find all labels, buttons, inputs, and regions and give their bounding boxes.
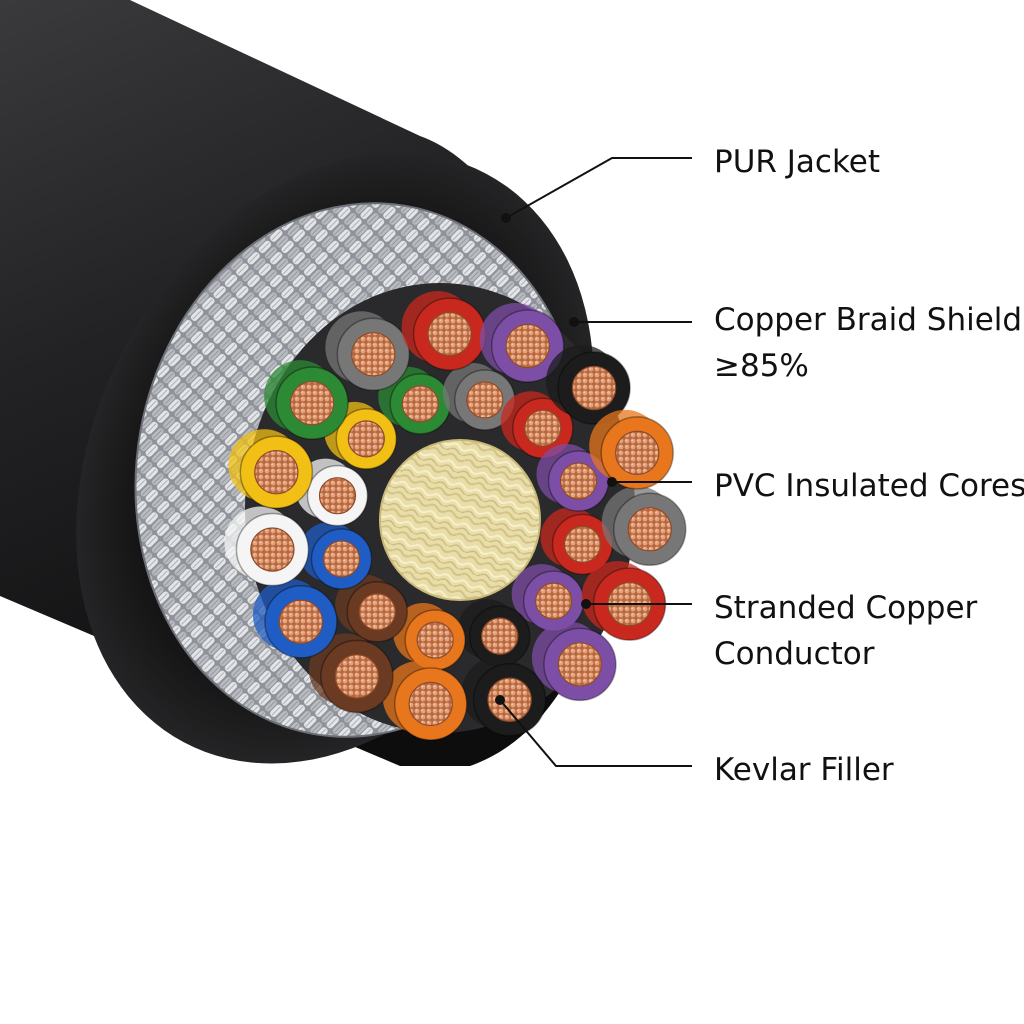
label-filler: Kevlar Filler	[714, 752, 894, 788]
copper-conductor	[487, 677, 532, 722]
insulated-core	[500, 391, 574, 459]
insulated-core	[299, 521, 373, 590]
insulated-core	[461, 656, 547, 737]
label-braid-line2: ≥85%	[714, 348, 809, 384]
insulated-core	[457, 599, 531, 667]
label-conductor: Stranded Copper	[714, 590, 978, 626]
copper-conductor	[408, 681, 453, 727]
copper-conductor	[627, 507, 672, 552]
copper-conductor	[524, 409, 562, 447]
insulated-core	[382, 660, 468, 741]
copper-conductor	[559, 462, 598, 500]
label-braid: Copper Braid Shield	[714, 302, 1022, 338]
leader-line-jacket	[505, 157, 692, 219]
copper-conductor	[563, 525, 602, 563]
copper-conductor	[289, 380, 335, 426]
insulated-cores	[224, 291, 687, 741]
copper-conductor	[535, 582, 573, 620]
leader-dot-insulation	[607, 477, 617, 487]
insulated-core	[224, 506, 310, 587]
leader-line-filler	[499, 699, 692, 767]
insulated-core	[264, 360, 349, 440]
copper-conductor	[351, 332, 396, 377]
copper-conductor	[571, 365, 617, 411]
insulated-core	[335, 574, 408, 643]
insulated-core	[540, 507, 614, 576]
label-conductor-line2: Conductor	[714, 636, 875, 672]
insulated-core	[536, 444, 610, 512]
copper-conductor	[347, 420, 385, 458]
copper-conductor	[466, 381, 504, 419]
insulated-core	[442, 362, 516, 431]
insulated-core	[308, 633, 394, 714]
insulated-core	[531, 621, 617, 702]
copper-conductor	[278, 599, 324, 644]
leader-dot-filler	[495, 695, 505, 705]
label-jacket: PUR Jacket	[714, 144, 880, 180]
insulated-core	[511, 564, 585, 632]
copper-conductor	[505, 323, 550, 369]
insulated-core	[601, 486, 687, 567]
leader-dot-conductor	[581, 599, 591, 609]
insulated-core	[324, 401, 398, 470]
insulated-core	[589, 409, 674, 490]
label-insulation: PVC Insulated Cores	[714, 468, 1024, 504]
kevlar-filler	[379, 439, 541, 601]
insulated-core	[325, 311, 411, 392]
copper-conductor	[358, 593, 396, 631]
copper-conductor	[481, 617, 519, 655]
copper-conductor	[334, 654, 380, 699]
copper-conductor	[322, 540, 361, 578]
leader-dot-jacket	[501, 213, 511, 223]
copper-conductor	[416, 621, 454, 659]
callout-leaders	[495, 157, 692, 767]
copper-conductor	[615, 430, 660, 476]
copper-conductor	[557, 642, 603, 687]
insulated-core	[546, 345, 631, 425]
copper-conductor	[250, 527, 295, 572]
copper-conductor	[318, 477, 357, 515]
copper-conductor	[427, 311, 472, 357]
insulated-core	[401, 291, 487, 371]
copper-conductor	[401, 385, 439, 423]
insulated-core	[252, 578, 338, 659]
leader-dot-braid	[569, 317, 579, 327]
insulated-core	[393, 603, 466, 671]
insulated-core	[228, 429, 314, 509]
insulated-core	[479, 303, 565, 383]
copper-conductor	[254, 450, 299, 495]
